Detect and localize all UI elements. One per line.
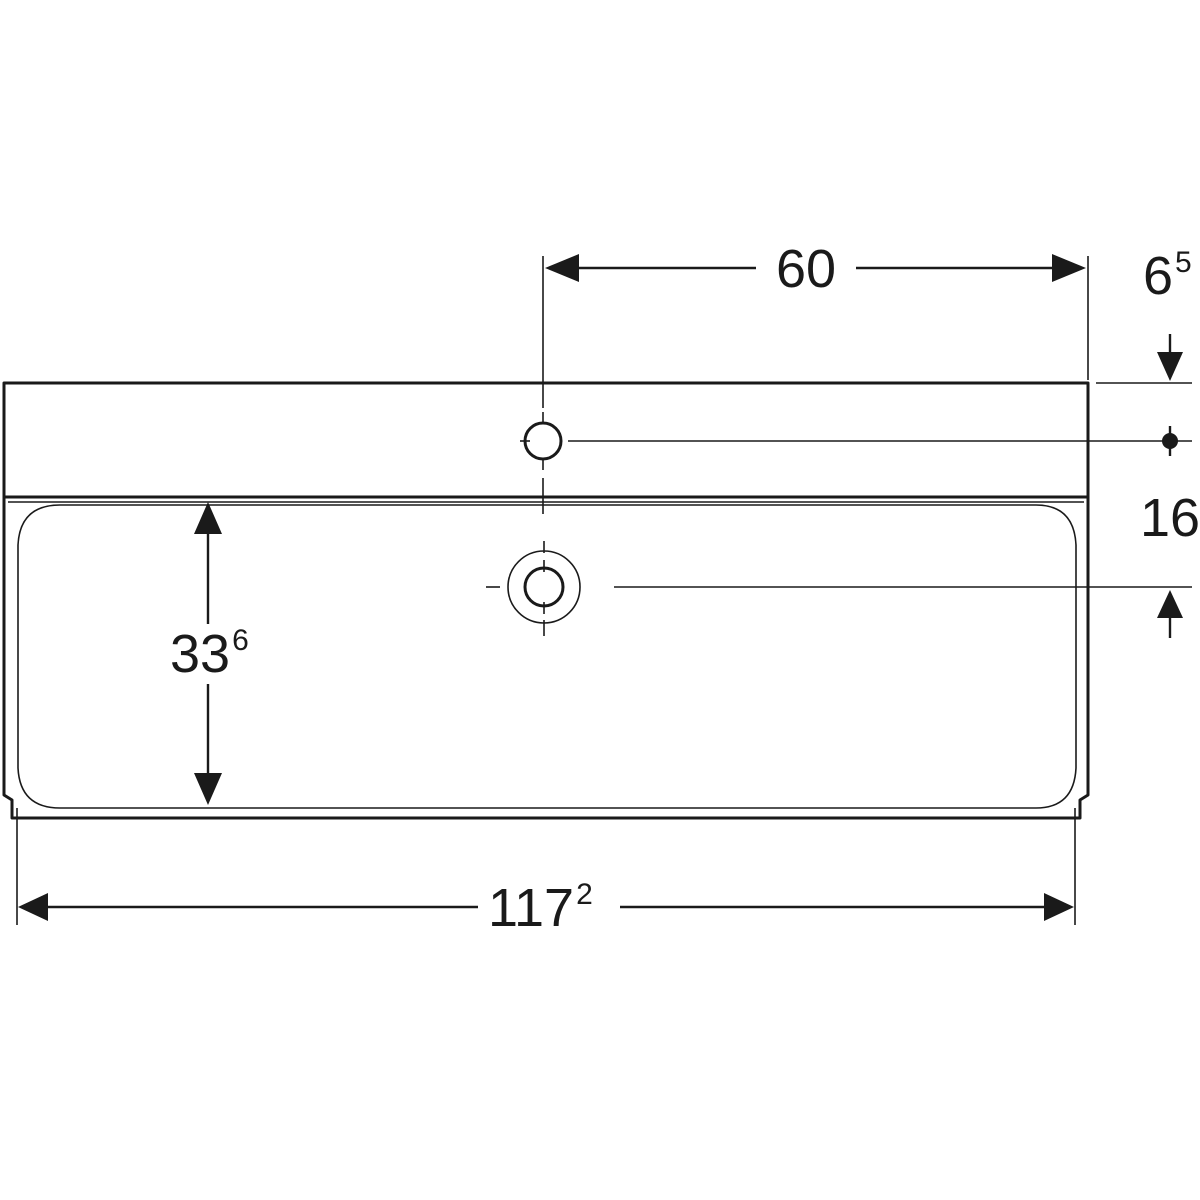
dimension-label-117-2: 1172 xyxy=(488,878,593,938)
tap-hole-circle xyxy=(523,421,563,461)
arrow-60-right xyxy=(1052,254,1086,282)
drain-inner-circle xyxy=(523,566,565,608)
dimension-117-2: 1172 xyxy=(16,808,1076,938)
dimension-33-6: 336 xyxy=(170,502,249,805)
drain xyxy=(486,541,1192,636)
arrow-117-2-right xyxy=(1044,893,1074,921)
arrow-117-2-left xyxy=(18,893,48,921)
arrow-60-left xyxy=(545,254,579,282)
arrow-6-5-down xyxy=(1157,352,1183,381)
dimension-16: 16 xyxy=(1140,488,1200,638)
dimension-label-6-5: 65 xyxy=(1143,246,1192,306)
bowl-outline xyxy=(17,504,1077,809)
arrow-33-6-up xyxy=(194,502,222,534)
dimension-label-33-6: 336 xyxy=(170,624,249,684)
dimension-60: 60 xyxy=(545,239,1089,380)
outer-rim xyxy=(2,381,1090,820)
dimension-label-16: 16 xyxy=(1140,488,1200,548)
tap-hole xyxy=(520,412,1192,470)
dimension-6-5: 65 xyxy=(1096,246,1192,456)
arrow-16-up xyxy=(1157,590,1183,618)
washbasin-outline xyxy=(2,381,1090,820)
dimension-label-60: 60 xyxy=(776,239,836,299)
arrow-33-6-down xyxy=(194,773,222,805)
